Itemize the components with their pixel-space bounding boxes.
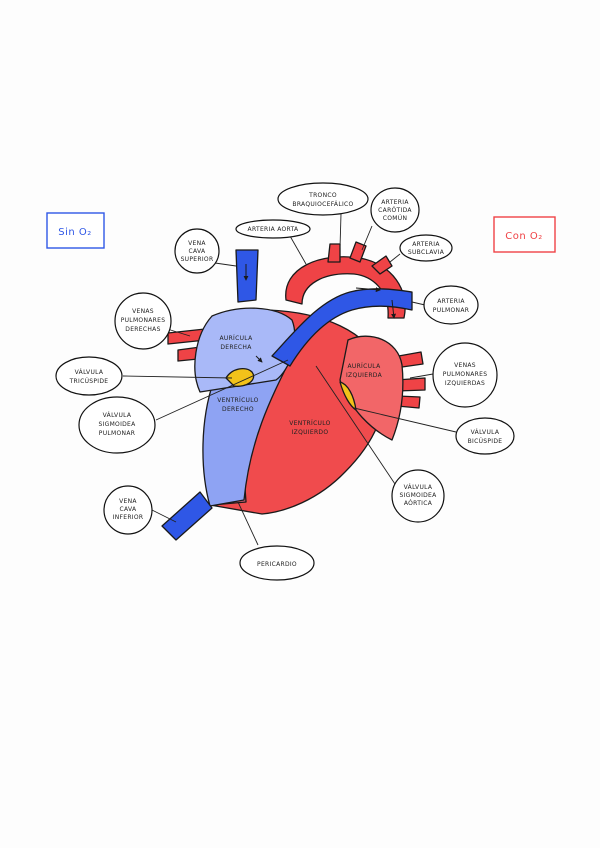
leader-subclavia bbox=[389, 253, 401, 263]
svg-text:PERICARDIO: PERICARDIO bbox=[257, 561, 297, 568]
inferior-vena-cava bbox=[161, 491, 213, 541]
flow-arrow-pulmonary bbox=[355, 287, 381, 293]
aortic-arch bbox=[285, 256, 406, 319]
tricuspid-valve bbox=[225, 367, 255, 387]
right-ventricle bbox=[202, 359, 291, 507]
legend-deoxygenated-label: Sin O₂ bbox=[58, 227, 92, 238]
pulmonary-artery bbox=[271, 288, 413, 367]
flow-arrow-right-atrium bbox=[255, 355, 263, 363]
superior-vena-cava bbox=[235, 249, 259, 303]
legend-deoxygenated-box bbox=[46, 212, 105, 249]
leader-tronco bbox=[339, 213, 342, 249]
leader-carotida bbox=[361, 225, 373, 251]
legend-oxygenated-box bbox=[493, 216, 556, 253]
leader-valvula-bicuspide bbox=[353, 407, 457, 433]
flow-arrow-aorta bbox=[391, 299, 397, 319]
leader-valvula-sigmoidea-aortica bbox=[315, 365, 396, 485]
subclavian-artery bbox=[371, 255, 393, 275]
heart-illustration bbox=[161, 241, 426, 541]
legend-oxygenated-label: Con O₂ bbox=[505, 231, 543, 242]
common-carotid-artery bbox=[349, 241, 367, 263]
leader-valvula-tricuspide bbox=[122, 375, 233, 379]
legend-oxygenated: Con O₂ bbox=[493, 216, 556, 253]
leader-arteria-aorta bbox=[289, 235, 307, 265]
brachiocephalic-trunk bbox=[327, 243, 341, 263]
leader-vena-cava-inferior bbox=[151, 509, 177, 523]
bicuspid-valve bbox=[339, 381, 357, 411]
leader-pericardio bbox=[237, 501, 259, 546]
leader-venas-pulm-izquierdas bbox=[409, 373, 434, 379]
leader-arteria-pulmonar bbox=[411, 301, 426, 306]
legend-deoxygenated: Sin O₂ bbox=[46, 212, 105, 249]
svg-text:ARTERIA AORTA: ARTERIA AORTA bbox=[248, 226, 299, 233]
leader-valvula-sigmoidea-pulmonar bbox=[155, 359, 289, 421]
label-pericardio: PERICARDIO bbox=[239, 545, 315, 581]
leader-lines bbox=[122, 213, 457, 546]
label-arteria-aorta: ARTERIA AORTA bbox=[235, 219, 311, 239]
